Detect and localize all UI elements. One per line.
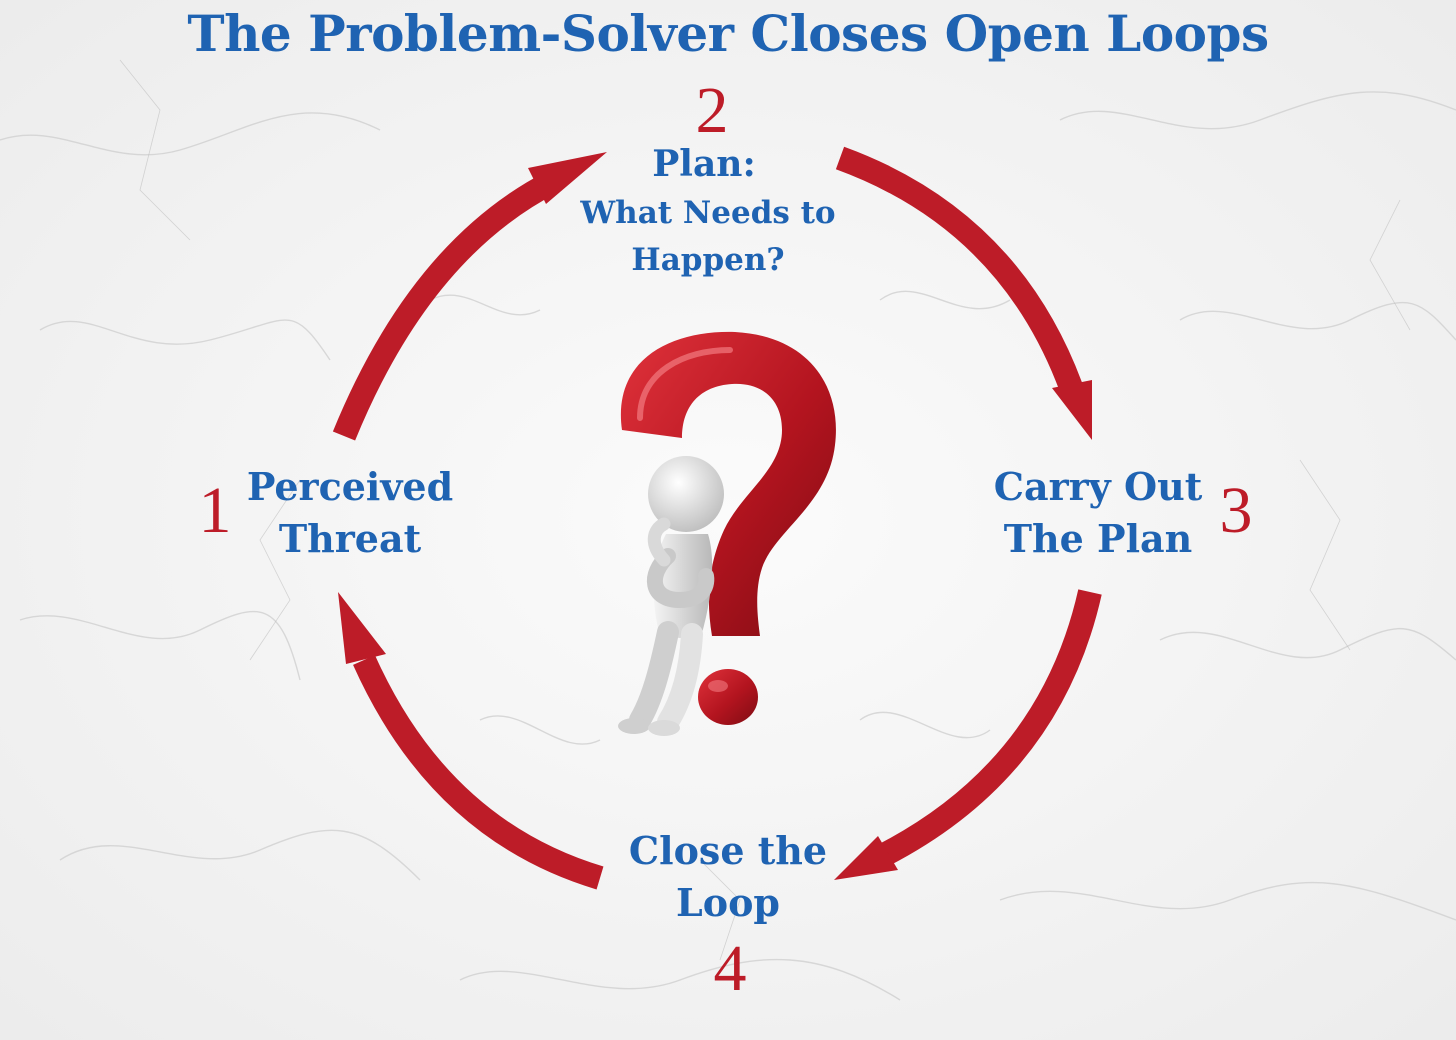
step-3-label: Carry Out The Plan — [980, 468, 1216, 558]
arrow-step1-to-step2 — [332, 152, 607, 441]
thinking-figure-with-question-mark-icon — [618, 331, 836, 736]
step-2-label: Plan: What Needs to Happen? — [560, 146, 856, 276]
step-3-label-line: The Plan — [1003, 516, 1193, 561]
arrow-step3-to-step4 — [834, 589, 1102, 880]
step-2-label-line: What Needs to — [580, 195, 836, 231]
step-3-number: 3 — [1219, 474, 1253, 547]
step-4-label-line: Close the — [628, 828, 828, 873]
step-1-label: Perceived Threat — [232, 468, 468, 558]
diagram-title: The Problem-Solver Closes Open Loops — [187, 4, 1269, 63]
step-1-label-line: Threat — [278, 516, 422, 561]
step-2-label-line: Plan: — [652, 143, 756, 185]
step-4-label-line: Loop — [676, 880, 780, 925]
step-2-label-line: Happen? — [631, 242, 785, 278]
step-3-label-line: Carry Out — [993, 464, 1203, 509]
step-1-label-line: Perceived — [246, 464, 454, 509]
step-4-label: Close the Loop — [606, 832, 850, 922]
step-4-number: 4 — [713, 932, 747, 1005]
step-1-number: 1 — [198, 474, 232, 547]
arrow-step2-to-step3 — [835, 146, 1092, 440]
arrow-step4-to-step1 — [338, 592, 604, 890]
step-2-number: 2 — [695, 74, 729, 147]
